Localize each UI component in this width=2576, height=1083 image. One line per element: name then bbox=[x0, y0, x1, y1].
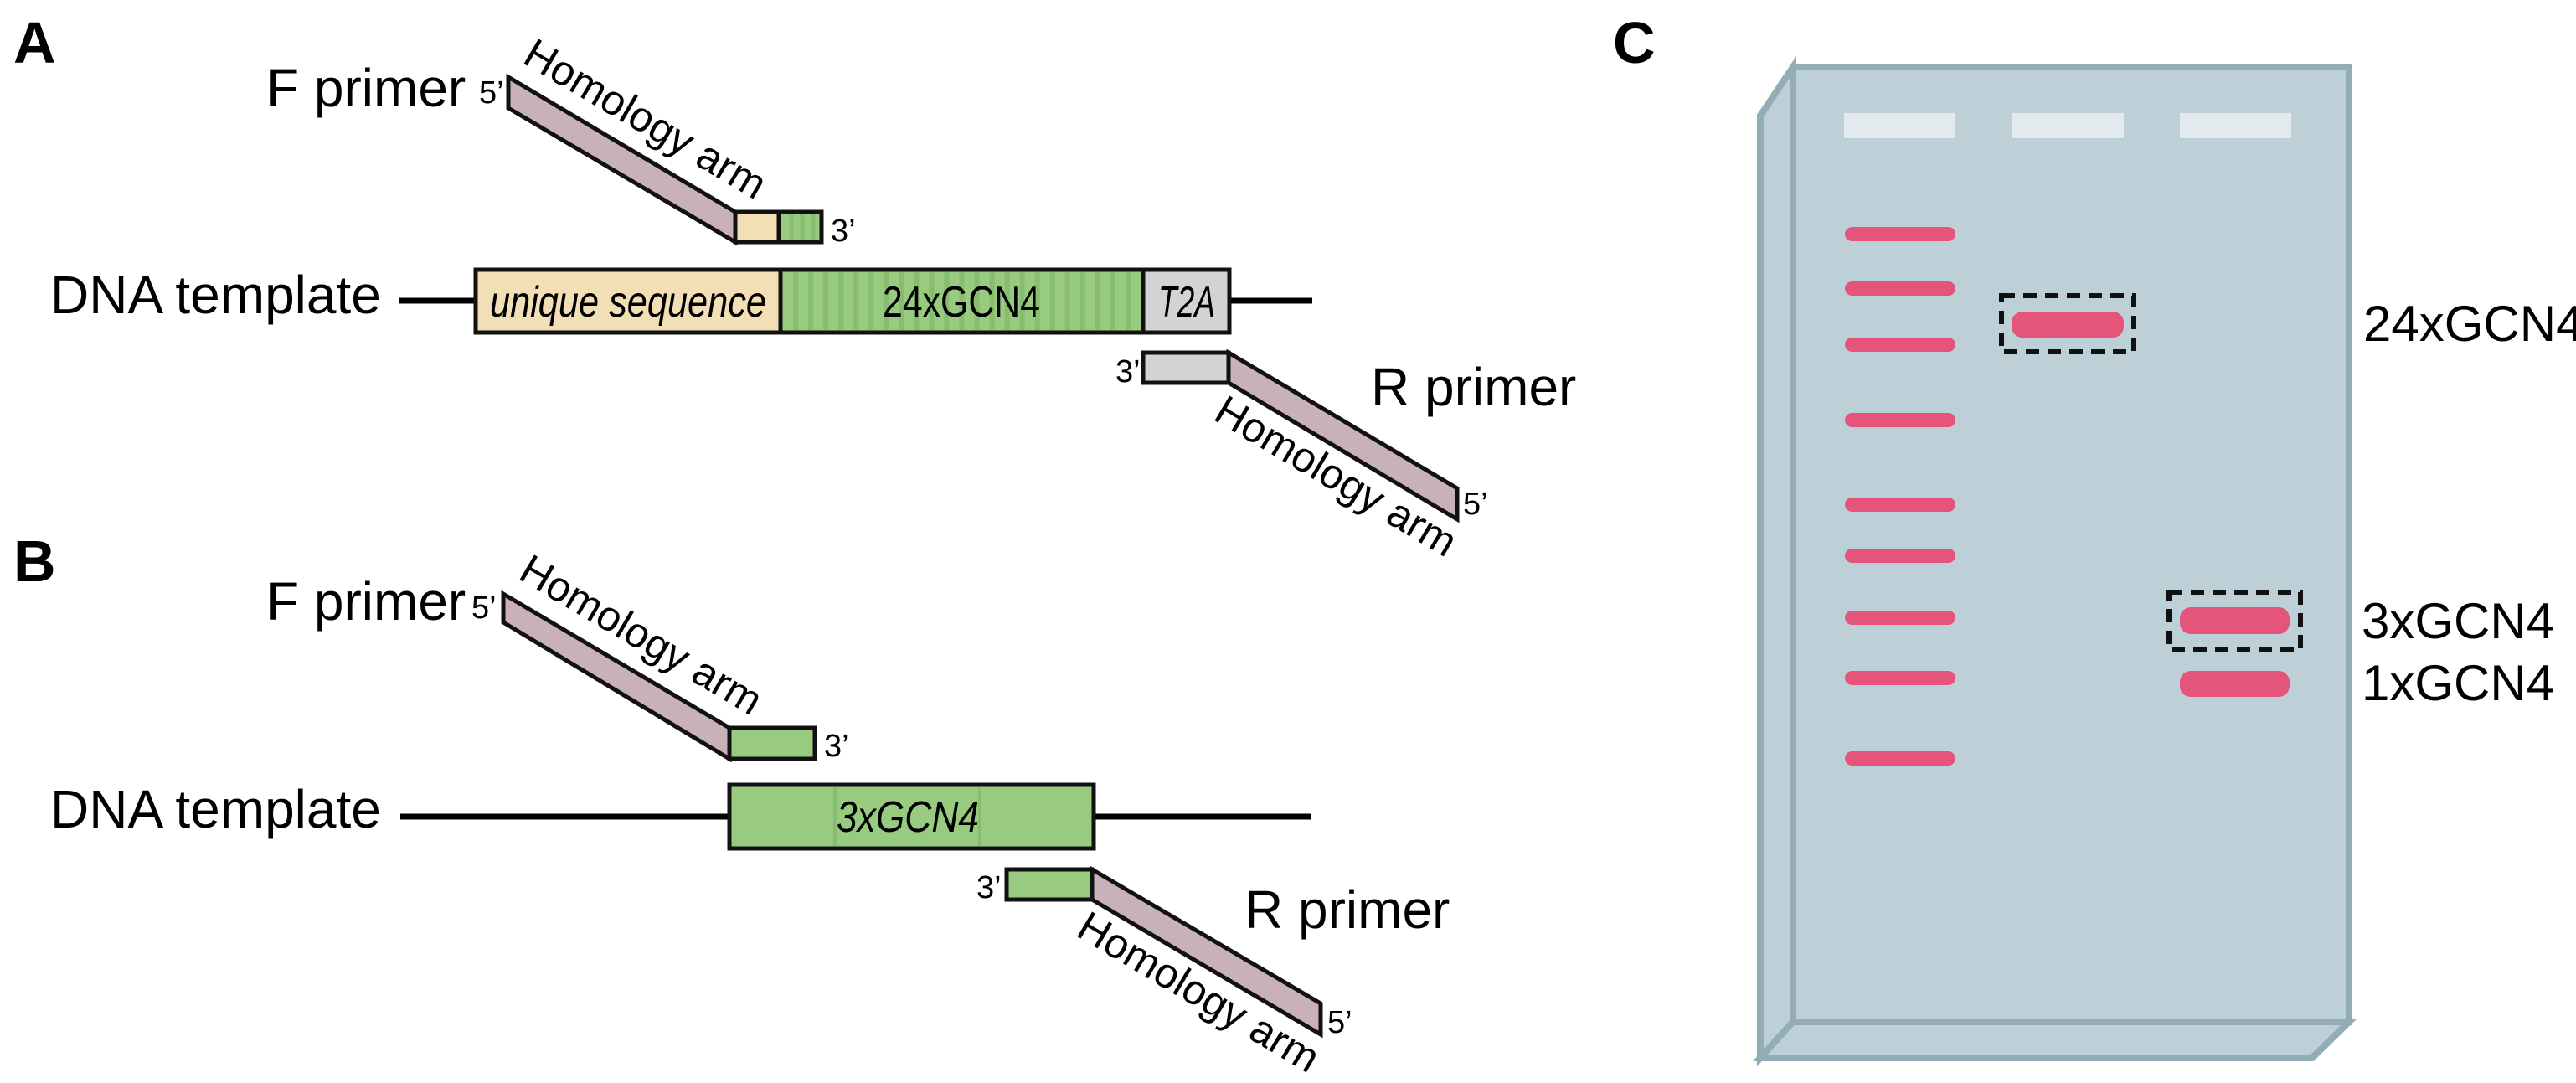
five-prime-label: 5’ bbox=[1327, 1005, 1352, 1040]
t2a-label: T2A bbox=[1158, 278, 1215, 327]
ladder-band bbox=[1845, 611, 1955, 625]
band-3xgcn4 bbox=[2180, 607, 2290, 634]
panel-b: B F primer 5’ Homology arm 3’ DNA templa… bbox=[13, 529, 1450, 1081]
homology-arm-shape bbox=[1090, 865, 1323, 1039]
r-primer-label: R primer bbox=[1371, 357, 1576, 417]
ladder-band bbox=[1845, 549, 1955, 563]
ladder-band bbox=[1845, 413, 1955, 427]
gel-well-lane-1 bbox=[1844, 113, 1955, 138]
t2a-segment bbox=[1141, 267, 1232, 335]
highlight-box-24xgcn4 bbox=[1999, 293, 2136, 354]
ladder-band bbox=[1845, 338, 1955, 352]
panel-a: A F primer 5’ Homology arm 3’ DNA templa… bbox=[13, 10, 1576, 565]
gel-well-lane-3 bbox=[2180, 113, 2291, 138]
dna-template-b: DNA template 3xGCN4 bbox=[50, 779, 1311, 851]
f-primer-a: F primer 5’ Homology arm 3’ bbox=[266, 29, 856, 249]
unique-sequence-label: unique sequence bbox=[490, 278, 766, 327]
panel-letter-c: C bbox=[1613, 10, 1656, 75]
f-primer-label: F primer bbox=[266, 58, 466, 118]
gcn4-3x-label: 3xGCN4 bbox=[837, 793, 979, 842]
ladder-band bbox=[1845, 498, 1955, 512]
gcn4-repeat-stripes bbox=[793, 272, 1131, 330]
band-label-3xgcn4: 3xGCN4 bbox=[2362, 593, 2554, 649]
band-label-1xgcn4: 1xGCN4 bbox=[2362, 655, 2554, 711]
primer-gcn4-stripes bbox=[789, 214, 816, 240]
five-prime-label: 5’ bbox=[479, 75, 504, 111]
gcn4-3x-segment bbox=[729, 785, 1094, 848]
ladder-band bbox=[1845, 281, 1955, 296]
ladder-band bbox=[1845, 227, 1955, 241]
gel-side-face bbox=[1757, 55, 1796, 1067]
agarose-gel bbox=[1752, 55, 2357, 1067]
five-prime-label: 5’ bbox=[1463, 487, 1488, 522]
panel-c: C bbox=[1613, 10, 2576, 1067]
primer-t2a-segment bbox=[1141, 350, 1231, 385]
dna-template-label: DNA template bbox=[50, 779, 381, 839]
gel-front-face bbox=[1790, 64, 2352, 1025]
panel-letter-b: B bbox=[13, 529, 56, 594]
band-1xgcn4 bbox=[2180, 671, 2290, 697]
gel-bottom-face bbox=[1752, 1019, 2357, 1061]
gel-well-lane-2 bbox=[2012, 113, 2124, 138]
three-prime-label: 3’ bbox=[976, 870, 1002, 905]
band-24xgcn4 bbox=[2012, 312, 2124, 338]
homology-arm-shape bbox=[1226, 348, 1460, 523]
panel-letter-a: A bbox=[13, 10, 56, 75]
f-primer-label: F primer bbox=[266, 571, 466, 632]
primer-unique-sequence-segment bbox=[733, 209, 781, 245]
ladder-band bbox=[1845, 671, 1955, 685]
gcn4-24x-label: 24xGCN4 bbox=[883, 278, 1040, 327]
r-primer-a: 3’ Homology arm 5’ R primer bbox=[1115, 348, 1576, 565]
ladder-lane bbox=[1845, 227, 1955, 766]
three-prime-label: 3’ bbox=[824, 729, 849, 764]
three-prime-label: 3’ bbox=[1115, 354, 1141, 389]
primer-gcn4-segment bbox=[727, 725, 817, 761]
highlight-box-3xgcn4 bbox=[2166, 590, 2303, 652]
r-primer-label: R primer bbox=[1244, 879, 1450, 940]
band-label-24xgcn4: 24xGCN4 bbox=[2363, 296, 2576, 352]
dna-template-label: DNA template bbox=[50, 265, 381, 325]
ladder-band bbox=[1845, 751, 1955, 766]
primer-gcn4-segment bbox=[1004, 867, 1095, 902]
f-primer-b: F primer 5’ Homology arm 3’ bbox=[266, 545, 849, 764]
r-primer-b: 3’ Homology arm 5’ R primer bbox=[976, 865, 1450, 1081]
three-prime-label: 3’ bbox=[831, 214, 856, 249]
five-prime-label: 5’ bbox=[471, 590, 497, 626]
dna-template-a: DNA template unique sequence 24xGCN4 T2A bbox=[50, 265, 1312, 335]
